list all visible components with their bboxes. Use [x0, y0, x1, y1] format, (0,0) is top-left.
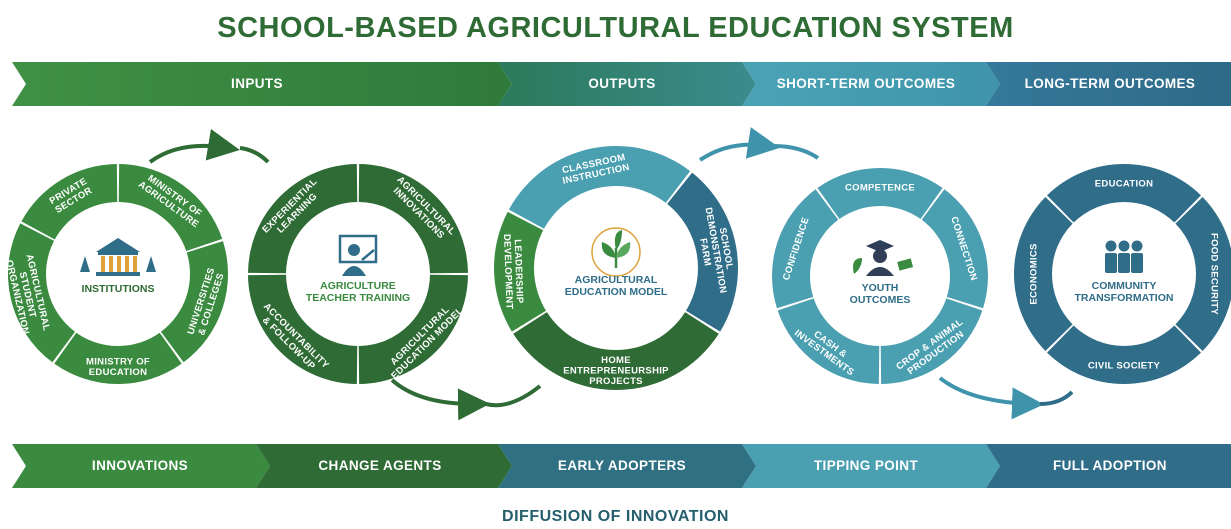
segment-label-community-transformation-2: CIVIL SOCIETY	[1088, 361, 1161, 372]
segment-institutions-4	[7, 223, 76, 363]
segment-teacher-training-1	[358, 164, 468, 274]
inputs-arrow	[12, 62, 512, 106]
inputs-label: INPUTS	[231, 76, 283, 91]
circle-community-transformation: EDUCATION FOOD SECURITY CIVIL SOCIETY ECONO…	[1014, 163, 1231, 385]
segment-youth-outcomes-0	[817, 168, 943, 219]
center-disc-community-transformation	[1055, 205, 1193, 343]
long-term-outcomes-label: LONG-TERM OUTCOMES	[1024, 76, 1196, 91]
arrow-training-to-model	[390, 378, 490, 421]
innovations-label: INNOVATIONS	[91, 458, 189, 473]
segment-youth-outcomes-2	[880, 298, 983, 384]
diffusion-of-innovation-caption: DIFFUSION OF INNOVATION	[502, 508, 729, 525]
innovations-arrow	[12, 444, 270, 488]
arrow-model-to-youth	[698, 127, 780, 162]
arrow-tail-training	[239, 146, 270, 164]
segment-youth-outcomes-3	[777, 298, 880, 384]
graduate-icon	[853, 240, 914, 276]
arrow-youth-to-community	[938, 376, 1044, 420]
teacher-at-board-icon	[338, 234, 378, 276]
early-adopters-arrow	[498, 444, 756, 488]
segment-teacher-training-3	[248, 274, 358, 384]
bottom-banner-arrows	[12, 444, 1231, 488]
full-adoption-label: FULL ADOPTION	[1053, 458, 1167, 473]
change-agents-label: CHANGE AGENTS	[318, 458, 442, 473]
connector-arrows	[148, 127, 1074, 421]
bottom-banner: INNOVATIONS CHANGE AGENTS EARLY ADOPTERS…	[0, 444, 1231, 488]
arrow-tail-youth	[773, 144, 820, 160]
long-term-arrow	[986, 62, 1231, 106]
segment-label-community-transformation-0: EDUCATION	[1095, 179, 1153, 190]
arrow-tail-community	[1039, 390, 1074, 406]
segment-education-model-0	[508, 146, 691, 229]
segment-education-model-2	[513, 312, 719, 390]
arrow-institutions-to-training	[148, 128, 240, 164]
outputs-arrow	[498, 62, 756, 106]
full-adoption-arrow	[986, 444, 1231, 488]
segment-community-transformation-1	[1175, 197, 1231, 351]
outputs-label: OUTPUTS	[588, 76, 656, 91]
segment-community-transformation-2	[1047, 325, 1201, 385]
top-banner: INPUTS OUTPUTS SHORT-TERM OUTCOMES LONG-…	[0, 62, 1231, 106]
short-term-arrow	[742, 62, 1000, 106]
segment-institutions-2	[160, 241, 228, 363]
segment-youth-outcomes-1	[921, 189, 989, 309]
circle-education-model: CLASSROOMINSTRUCTIONSCHOOLDEMONSTRATIONF…	[493, 146, 738, 390]
change-agents-arrow	[256, 444, 512, 488]
segment-label-community-transformation-1: FOOD SECURITY	[1209, 233, 1220, 315]
segment-community-transformation-0	[1047, 163, 1201, 223]
segment-institutions-0	[21, 164, 118, 240]
center-label-institutions: INSTITUTIONS	[82, 283, 155, 295]
tipping-point-label: TIPPING POINT	[813, 458, 919, 473]
segment-community-transformation-3	[1014, 197, 1073, 351]
segment-education-model-3	[493, 211, 547, 332]
segment-institutions-3	[54, 332, 182, 384]
segment-youth-outcomes-4	[772, 189, 839, 309]
segment-institutions-1	[118, 164, 223, 252]
segment-education-model-1	[667, 172, 738, 332]
segment-label-education-model-3: LEADERSHIPDEVELOPMENT	[501, 233, 525, 309]
segment-label-community-transformation-3: ECONOMICS	[1029, 243, 1040, 304]
community-people-icon	[1105, 240, 1143, 273]
diagram-title: SCHOOL-BASED AGRICULTURAL EDUCATION SYST…	[217, 12, 1014, 44]
arrow-tail-model	[485, 384, 542, 408]
segment-teacher-training-2	[358, 274, 468, 384]
top-banner-arrows	[12, 62, 1231, 106]
short-term-outcomes-label: SHORT-TERM OUTCOMES	[776, 76, 956, 91]
sprout-icon	[591, 227, 641, 277]
segment-label-youth-outcomes-0: COMPETENCE	[845, 183, 915, 194]
institution-building-icon	[80, 238, 156, 276]
early-adopters-label: EARLY ADOPTERS	[557, 458, 687, 473]
tipping-point-arrow	[742, 444, 1000, 488]
segment-teacher-training-0	[248, 164, 358, 274]
